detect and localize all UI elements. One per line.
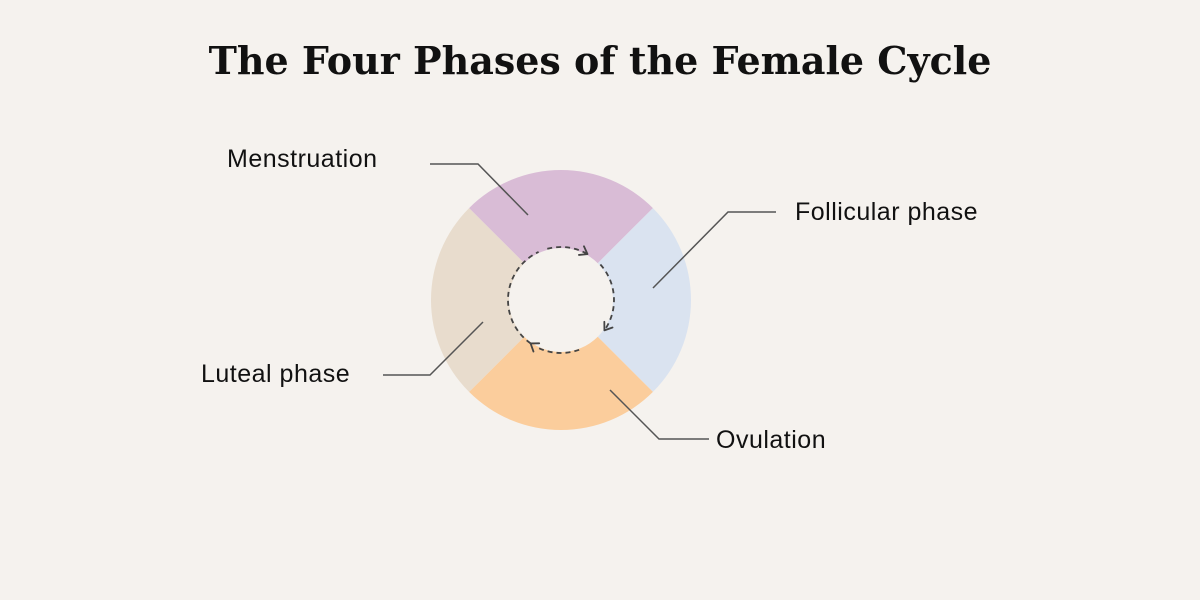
arrow-head-icon <box>603 320 614 332</box>
label-menstruation: Menstruation <box>227 145 378 173</box>
phase-ring <box>430 169 692 430</box>
arrow-head-icon <box>578 245 589 256</box>
arrow-arc-right <box>599 263 615 331</box>
arrow-head-icon <box>529 342 541 353</box>
segment-luteal <box>430 208 525 392</box>
leader-line-menstruation <box>430 163 529 216</box>
cycle-arrows <box>507 246 615 354</box>
label-luteal: Luteal phase <box>201 360 350 388</box>
arrow-arc-bottom <box>538 347 580 354</box>
segment-ovulation <box>469 336 653 430</box>
leader-line-follicular <box>652 211 776 289</box>
label-follicular: Follicular phase <box>795 198 978 226</box>
leader-line-ovulation <box>609 389 709 440</box>
arrow-arc-left <box>507 251 539 345</box>
segment-follicular <box>597 208 692 392</box>
arrow-arc-top <box>547 246 588 255</box>
label-ovulation: Ovulation <box>716 426 826 454</box>
leader-line-luteal <box>383 321 484 376</box>
segment-menstruation <box>469 169 653 264</box>
diagram-title: The Four Phases of the Female Cycle <box>208 38 992 83</box>
